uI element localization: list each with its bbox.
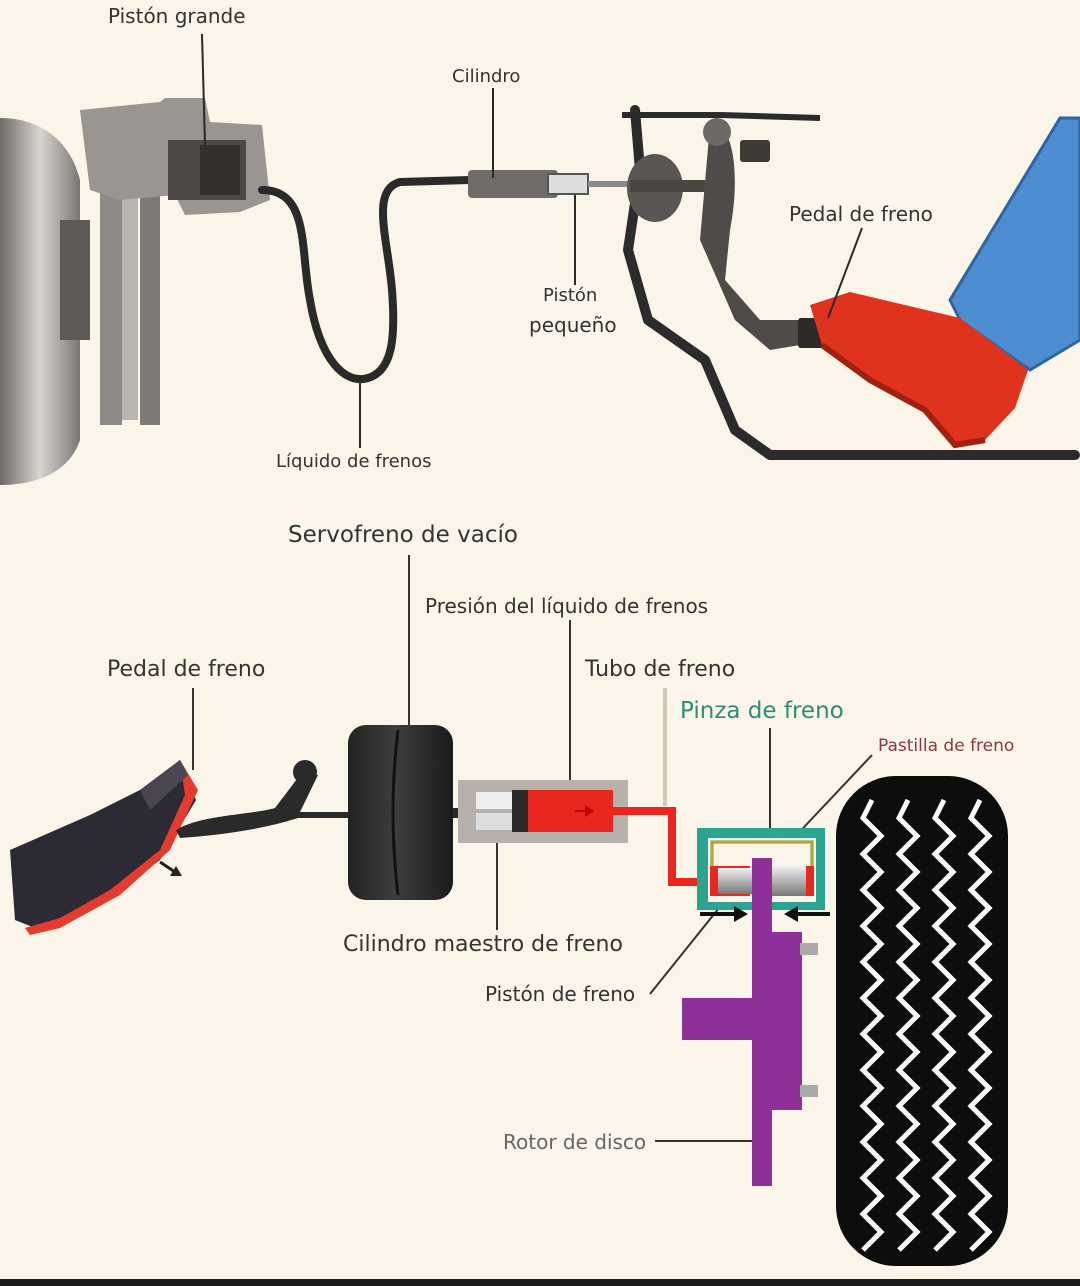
top-master-cylinder	[468, 170, 628, 198]
master-cylinder-body	[458, 780, 628, 843]
tread-groove	[967, 798, 993, 1252]
label-master-cylinder: Cilindro maestro de freno	[343, 932, 623, 957]
label-brake-tube: Tubo de freno	[585, 657, 736, 682]
label-top-brake-pedal: Pedal de freno	[789, 202, 933, 226]
label-brake-pad: Pastilla de freno	[878, 736, 1015, 756]
tread-groove	[931, 798, 957, 1252]
pedal-arrow-head	[170, 866, 182, 876]
label-brake-fluid: Líquido de frenos	[276, 451, 432, 472]
label-bottom-brake-pedal: Pedal de freno	[107, 657, 266, 682]
vacuum-booster-body	[348, 725, 453, 900]
label-vacuum-booster: Servofreno de vacío	[282, 522, 524, 548]
brake-tube-line	[613, 807, 710, 886]
label-brake-piston: Pistón de freno	[485, 982, 636, 1006]
bottom-pedal-lever	[176, 760, 350, 838]
bottom-rule	[0, 1279, 1080, 1286]
label-large-piston: Pistón grande	[108, 4, 246, 28]
label-small-piston-2: pequeño	[529, 313, 617, 337]
label-cylinder: Cilindro	[452, 66, 521, 87]
top-shoe-and-leg	[810, 116, 1080, 449]
disc-rotor-body	[682, 858, 818, 1186]
label-fluid-pressure: Presión del líquido de frenos	[425, 594, 709, 618]
label-brake-caliper: Pinza de freno	[680, 698, 844, 724]
label-disc-rotor: Rotor de disco	[503, 1130, 647, 1154]
label-small-piston-1: Pistón	[543, 285, 598, 306]
brake-caliper-body	[697, 828, 825, 910]
clamp-arrows	[700, 906, 830, 922]
booster-pushrod	[453, 808, 461, 818]
tire-tread-pattern	[859, 798, 993, 1252]
top-caliper	[80, 98, 270, 215]
tread-groove	[895, 798, 921, 1252]
tire	[836, 776, 1008, 1266]
top-pedal-assembly	[622, 105, 1080, 460]
top-fluid-line	[258, 176, 474, 384]
top-leader-lines	[201, 33, 863, 448]
tread-groove	[859, 798, 885, 1252]
bottom-sneaker	[10, 760, 198, 935]
